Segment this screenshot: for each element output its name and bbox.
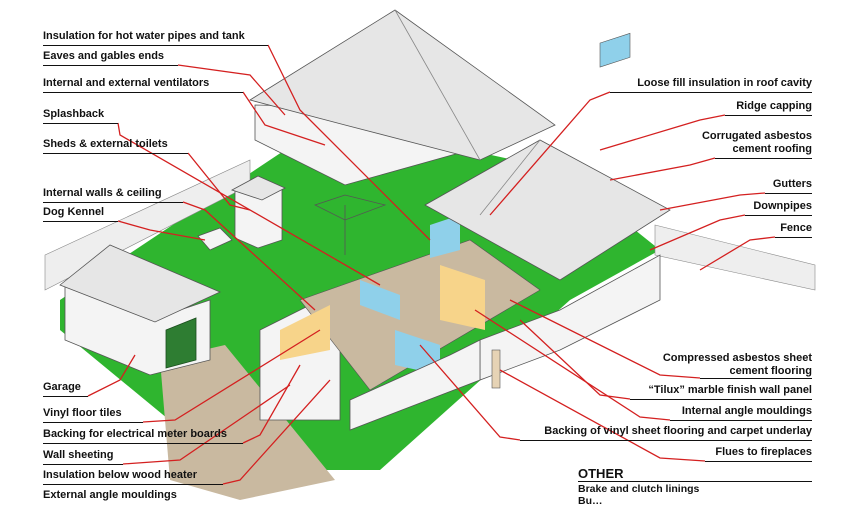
leader-line [599,114,726,151]
label-wall-sheeting: Wall sheeting [43,449,114,461]
rear-ridge [394,9,481,161]
label-vinyl-backing: Backing of vinyl sheet flooring and carp… [544,425,812,437]
label-external-angle-mouldings: External angle mouldings [43,489,177,501]
garage-door [165,317,197,369]
other-underline [578,481,812,482]
label-wood-heater-insulation: Insulation below wood heater [43,469,198,481]
leader-line [267,44,431,241]
label-underline [43,153,188,154]
leader-line [489,91,611,216]
leader-line [242,91,326,146]
label-underline [775,237,812,238]
garage-roof [59,244,221,323]
other-heading: OTHER [578,466,624,481]
leader-line [177,64,286,116]
label-underline [700,378,812,379]
leader-line [187,152,251,211]
rear-building-roof [248,9,556,161]
leader-lines [87,44,776,485]
label-ridge-capping: Ridge capping [736,100,812,112]
leader-line [509,299,701,379]
label-vinyl-floor-tiles: Vinyl floor tiles [43,407,122,419]
label-underline [43,443,243,444]
interior-blue-c [430,215,460,258]
label-underline [43,464,123,465]
leader-line [419,344,521,441]
leader-line [474,309,671,421]
label-dog-kennel: Dog Kennel [43,206,105,218]
label-eaves-gables: Eaves and gables ends [43,50,165,62]
leader-line [659,192,766,211]
label-splashback: Splashback [43,108,105,120]
label-gutters: Gutters [772,178,812,190]
label-underline [43,45,268,46]
label-underline [43,396,88,397]
dog-kennel [197,227,233,251]
other-item: Brake and clutch linings [578,483,700,495]
leader-line [609,157,716,181]
house-wall-side [349,339,481,431]
interior-blue-b [395,330,440,375]
label-underline [630,399,812,400]
interior-blue-a [360,280,400,320]
label-underline [610,92,812,93]
leader-line [649,214,746,251]
fence-right [654,224,816,291]
label-corrugated-roofing: Corrugated asbestos cement roofing [701,130,812,155]
window [599,32,631,68]
label-underline [43,484,223,485]
label-compressed-flooring: Compressed asbestos sheet cement floorin… [662,352,812,377]
leader-line [499,369,706,462]
label-garage: Garage [43,381,81,393]
label-underline [765,193,812,194]
interior-yellow-a [280,305,330,360]
other-item: Bu… [578,495,603,507]
interior-yellow-b [440,265,485,330]
label-underline [520,440,812,441]
label-underline [725,115,812,116]
label-hot-water-insulation: Insulation for hot water pipes and tank [43,30,245,42]
label-internal-walls: Internal walls & ceiling [43,187,162,199]
leader-line [182,201,316,311]
label-underline [715,158,812,159]
leader-line [87,354,136,397]
shed-roof [230,175,286,201]
label-flues: Flues to fireplaces [715,446,812,458]
label-sheds-toilets: Sheds & external toilets [43,138,168,150]
leader-line [122,384,291,465]
label-underline [43,92,243,93]
label-underline [43,422,143,423]
clothesline [313,194,387,255]
leader-line [117,122,381,286]
leader-line [519,319,631,400]
label-loose-fill-insulation: Loose fill insulation in roof cavity [637,77,812,89]
leader-line [699,236,776,271]
label-tilux-wall-panel: “Tilux” marble finish wall panel [648,384,812,396]
label-underline [670,420,812,421]
label-underline [43,65,178,66]
front-ridge [479,139,541,216]
leader-line [222,379,331,485]
label-underline [745,215,812,216]
label-underline [43,221,118,222]
label-fence: Fence [780,222,812,234]
flue [491,349,501,389]
garden-path [160,345,335,500]
label-downpipes: Downpipes [753,200,812,212]
label-underline [43,123,118,124]
front-roof [424,139,671,281]
label-ventilators: Internal and external ventilators [43,77,210,89]
label-internal-angle-mouldings: Internal angle mouldings [681,405,812,417]
label-underline [43,202,183,203]
house-floor [299,239,541,391]
leader-line [242,364,301,444]
leader-line [142,329,321,423]
label-meter-boards: Backing for electrical meter boards [43,428,228,440]
leader-line [117,220,206,241]
label-underline [705,461,812,462]
